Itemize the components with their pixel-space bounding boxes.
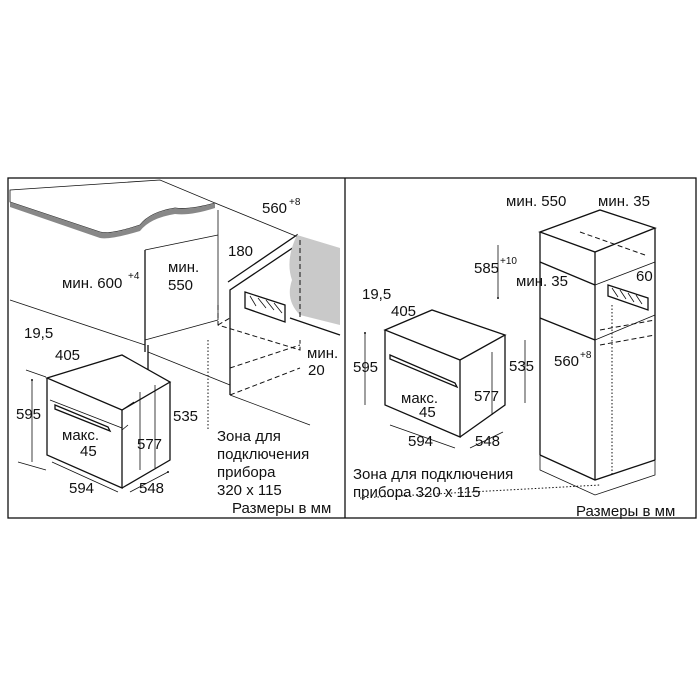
left-connection-zone-line4: 320 x 115 <box>217 482 282 499</box>
left-oven-max-value: 45 <box>80 443 97 460</box>
left-oven-depth: 548 <box>139 480 164 497</box>
right-niche-width: 560 <box>554 353 579 370</box>
left-oven-max-label: макс. <box>62 427 99 444</box>
left-min-gap-label: мин. <box>307 345 338 362</box>
left-oven-height: 595 <box>16 406 41 423</box>
left-niche-width-tolerance: +8 <box>289 197 301 208</box>
left-min-gap-value: 20 <box>308 362 325 379</box>
right-oven-front-offset: 19,5 <box>362 286 391 303</box>
left-oven-body-height: 535 <box>173 408 198 425</box>
right-units-note: Размеры в мм <box>576 503 675 520</box>
right-oven-inner-height: 577 <box>474 388 499 405</box>
left-connection-zone-line3: прибора <box>217 464 276 481</box>
right-niche-height: 585 <box>474 260 499 277</box>
right-tall-cabinet-drawing <box>359 209 657 499</box>
left-oven-inner-height: 577 <box>137 436 162 453</box>
right-connection-zone-line2: прибора 320 x 115 <box>353 484 480 501</box>
right-min-gap: мин. 35 <box>516 273 568 290</box>
right-oven-depth: 548 <box>475 433 500 450</box>
frame-border <box>7 177 697 519</box>
left-vent-depth: 180 <box>228 243 253 260</box>
right-oven-drawing <box>365 245 526 449</box>
left-cabinet-drawing <box>9 179 341 430</box>
left-oven-drawing <box>17 354 172 493</box>
left-min-height-tolerance: +4 <box>128 271 140 282</box>
right-min-depth: мин. 550 <box>506 193 566 210</box>
right-oven-max-label: макс. <box>401 390 438 407</box>
left-units-note: Размеры в мм <box>232 500 331 517</box>
right-min-side: мин. 35 <box>598 193 650 210</box>
right-oven-max-value: 45 <box>419 404 436 421</box>
right-vent: 60 <box>636 268 653 285</box>
left-connection-zone-line1: Зона для <box>217 428 281 445</box>
left-min-depth-value: 550 <box>168 277 193 294</box>
right-oven-width: 594 <box>408 433 433 450</box>
left-connection-zone-line2: подключения <box>217 446 309 463</box>
left-min-height: мин. 600 <box>62 275 122 292</box>
right-oven-body-height: 535 <box>509 358 534 375</box>
right-oven-top-depth: 405 <box>391 303 416 320</box>
right-connection-zone-line1: Зона для подключения <box>353 466 513 483</box>
left-niche-width: 560 <box>262 200 287 217</box>
left-min-depth-label: мин. <box>168 259 199 276</box>
right-niche-height-tolerance: +10 <box>500 256 517 267</box>
left-oven-front-offset: 19,5 <box>24 325 53 342</box>
right-niche-width-tolerance: +8 <box>580 350 592 361</box>
left-oven-width: 594 <box>69 480 94 497</box>
right-oven-height: 595 <box>353 359 378 376</box>
left-oven-top-depth: 405 <box>55 347 80 364</box>
